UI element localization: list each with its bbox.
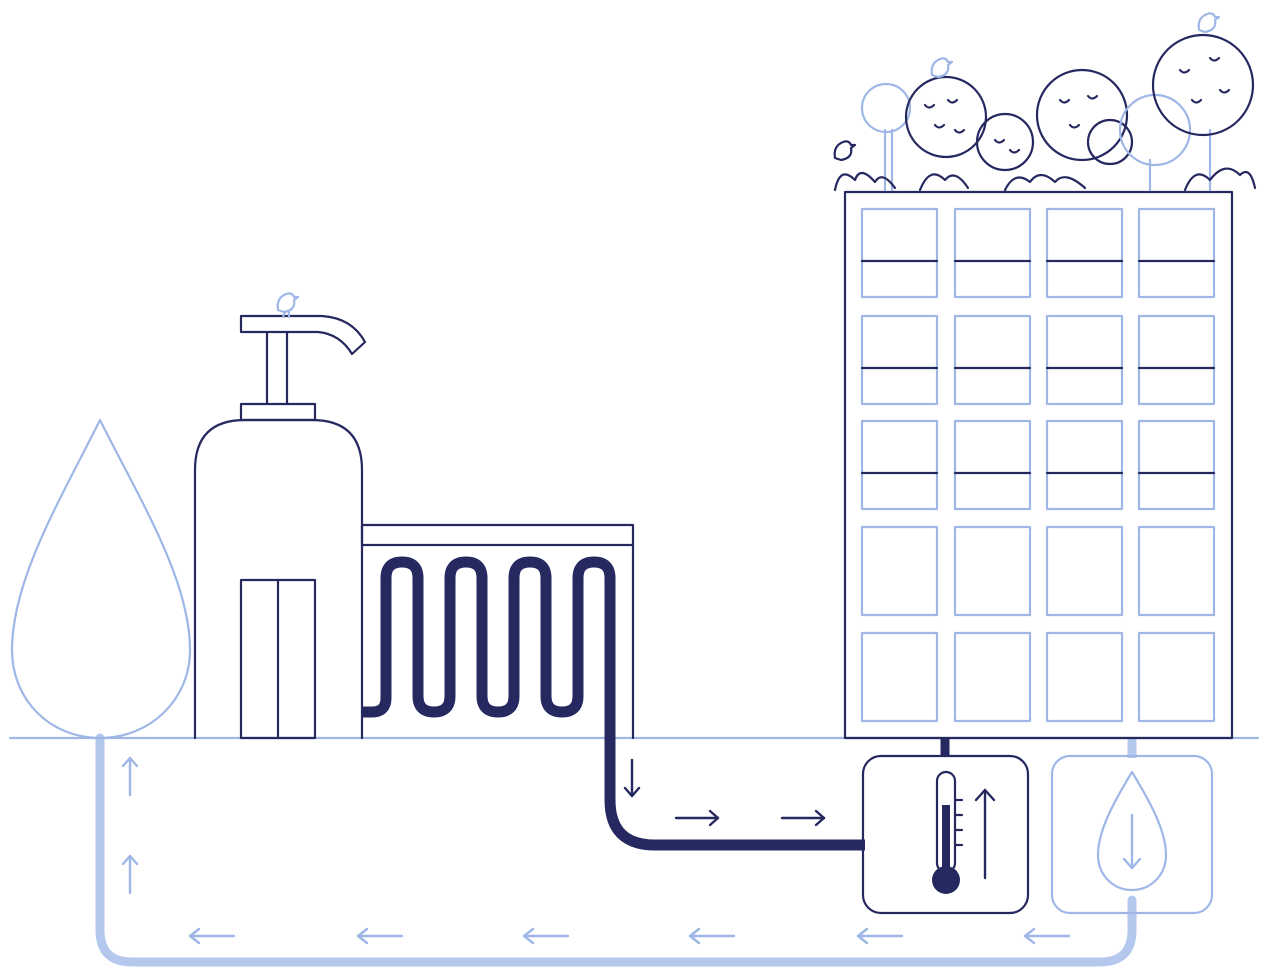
roof-trees	[833, 33, 1257, 192]
window	[953, 419, 1032, 511]
window	[1045, 525, 1124, 617]
water-drop-down-icon	[1096, 770, 1168, 892]
window	[1137, 631, 1216, 723]
window	[860, 314, 939, 406]
arrow-left-icon	[1023, 927, 1071, 945]
arrow-left-icon	[688, 927, 736, 945]
window	[860, 631, 939, 723]
window	[953, 525, 1032, 617]
arrow-right-icon	[780, 809, 826, 827]
supply-flow-arrows	[623, 758, 826, 827]
arrow-right-icon	[674, 809, 720, 827]
window	[1137, 525, 1216, 617]
arrow-left-icon	[356, 927, 404, 945]
bird-icon	[276, 292, 300, 319]
window	[1137, 207, 1216, 299]
thermometer-icon	[932, 770, 964, 894]
return-pipe	[95, 733, 1137, 967]
green-roof-building	[843, 190, 1234, 740]
up-flow-arrows	[121, 756, 139, 895]
factory-building	[193, 314, 367, 740]
return-station-box	[1050, 754, 1214, 915]
bird-icon	[930, 57, 954, 79]
arrow-down-icon	[623, 758, 641, 798]
arrow-up-icon	[974, 788, 996, 880]
window	[860, 525, 939, 617]
heat-station-box	[861, 738, 1030, 915]
water-drop-icon	[10, 418, 192, 740]
arrow-left-icon	[856, 927, 904, 945]
window	[953, 207, 1032, 299]
arrow-left-icon	[522, 927, 570, 945]
arrow-up-icon	[121, 854, 139, 895]
window	[953, 314, 1032, 406]
window	[953, 631, 1032, 723]
bird-icon	[1197, 12, 1221, 34]
arrow-up-icon	[121, 756, 139, 797]
window	[1045, 207, 1124, 299]
window	[1045, 419, 1124, 511]
window	[1137, 419, 1216, 511]
window	[1045, 631, 1124, 723]
window	[860, 207, 939, 299]
window	[1045, 314, 1124, 406]
window	[860, 419, 939, 511]
heat-exchanger-coil	[360, 523, 865, 851]
bird-icon	[833, 140, 857, 162]
return-flow-arrows	[188, 927, 1071, 945]
window	[1137, 314, 1216, 406]
arrow-left-icon	[188, 927, 236, 945]
